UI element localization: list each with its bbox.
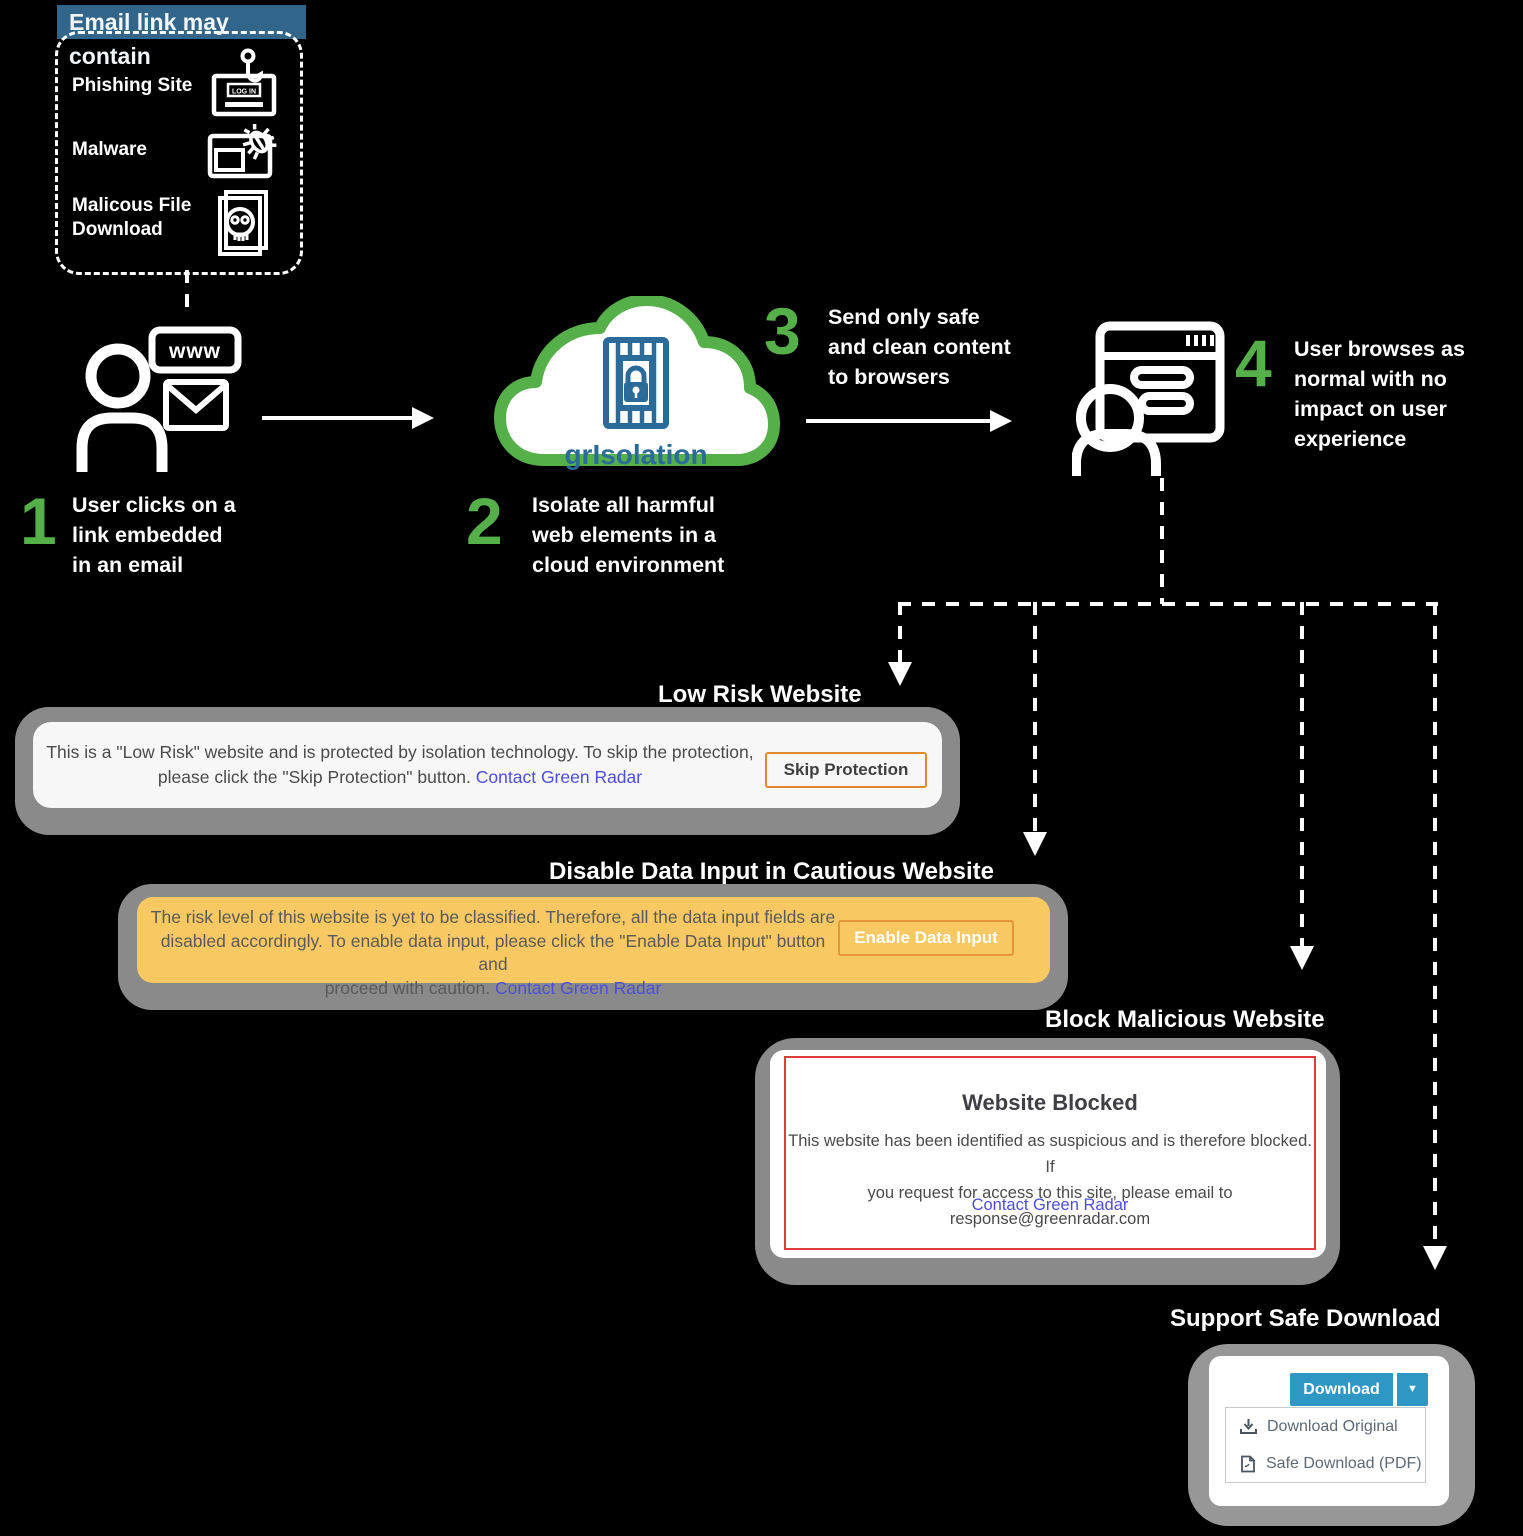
step2-number: 2 [466, 484, 503, 558]
legend-connector-dashes [185, 270, 189, 316]
enable-data-input-button[interactable]: Enable Data Input [838, 920, 1014, 956]
arrow-cloud-to-browser [806, 419, 992, 423]
menu-item-safe-download-pdf[interactable]: Safe Download (PDF) [1226, 1445, 1425, 1482]
arrow-user-to-cloud-head [412, 407, 434, 429]
branch-low-risk-dashes [898, 602, 902, 664]
legend-item-phishing-label: Phishing Site [72, 75, 193, 96]
menu-item-download-original[interactable]: Download Original [1226, 1408, 1425, 1445]
blocked-contact-link[interactable]: Contact Green Radar [971, 1196, 1129, 1214]
menu-item-safe-download-pdf-label: Safe Download (PDF) [1266, 1454, 1422, 1472]
low-risk-message-text: This is a "Low Risk" website and is prot… [46, 742, 754, 787]
skip-protection-button[interactable]: Skip Protection [765, 752, 927, 788]
arrow-cloud-to-browser-head [990, 410, 1012, 432]
branch-blocked-dashes [1300, 602, 1304, 948]
user-browser-icon [1072, 321, 1225, 476]
phishing-login-text: LOG IN [232, 89, 256, 96]
legend-item-malware-label: Malware [72, 139, 147, 160]
jail-lock-icon [603, 337, 669, 429]
cautious-label: Disable Data Input in Cautious Website [549, 858, 994, 885]
step1-text: User clicks on a link embedded in an ema… [72, 493, 236, 577]
grisolation-cloud: grIsolation [494, 296, 780, 470]
branch-low-risk-arrowhead [888, 662, 912, 686]
download-button[interactable]: Download [1290, 1373, 1393, 1406]
branch-download-arrowhead [1423, 1246, 1447, 1270]
cautious-message: The risk level of this website is yet to… [148, 906, 838, 1000]
step3-text: Send only safe and clean content to brow… [828, 305, 1011, 389]
router-horizontal-dashes [898, 602, 1438, 606]
branch-cautious-dashes [1033, 602, 1037, 834]
branch-download-dashes [1433, 602, 1437, 1248]
blocked-link-row: Contact Green Radar [786, 1196, 1314, 1215]
low-risk-label: Low Risk Website [658, 681, 862, 708]
pdf-file-icon [1241, 1455, 1255, 1472]
blocked-heading: Website Blocked [962, 1090, 1138, 1115]
low-risk-message: This is a "Low Risk" website and is prot… [45, 740, 755, 790]
arrow-user-to-cloud [262, 416, 414, 420]
cautious-panel [137, 897, 1050, 983]
step4-number: 4 [1235, 326, 1272, 400]
step1-number: 1 [20, 484, 57, 558]
download-menu: Download Original Safe Download (PDF) [1225, 1407, 1426, 1483]
user-email-icon: www [76, 326, 242, 472]
router-drop-dashes [1160, 478, 1164, 604]
step2-text: Isolate all harmful web elements in a cl… [532, 493, 725, 577]
cautious-contact-link[interactable]: Contact Green Radar [494, 977, 662, 998]
download-caret-button[interactable]: ▼ [1395, 1373, 1428, 1406]
menu-item-download-original-label: Download Original [1267, 1417, 1398, 1435]
branch-cautious-arrowhead [1023, 832, 1047, 856]
cautious-message-text: The risk level of this website is yet to… [150, 907, 836, 998]
cloud-brand-label: grIsolation [564, 439, 707, 470]
legend-item-malicious-file-label: Malicous File Download [72, 195, 192, 240]
download-label: Support Safe Download [1170, 1305, 1441, 1332]
low-risk-contact-link[interactable]: Contact Green Radar [475, 767, 643, 787]
phishing-login-icon: LOG IN [211, 48, 277, 117]
legend-box: Phishing Site LOG IN Malware [55, 31, 303, 275]
www-label: www [168, 340, 221, 363]
blocked-redbox: Website Blocked This website has been id… [784, 1056, 1316, 1250]
blocked-body: This website has been identified as susp… [788, 1132, 1312, 1228]
blocked-label: Block Malicious Website [1045, 1006, 1325, 1033]
download-icon [1240, 1419, 1257, 1434]
step4-text: User browses as normal with no impact on… [1294, 337, 1465, 451]
malware-bug-icon [207, 124, 277, 179]
skull-file-icon [218, 190, 268, 256]
branch-blocked-arrowhead [1290, 946, 1314, 970]
step3-number: 3 [764, 294, 801, 368]
